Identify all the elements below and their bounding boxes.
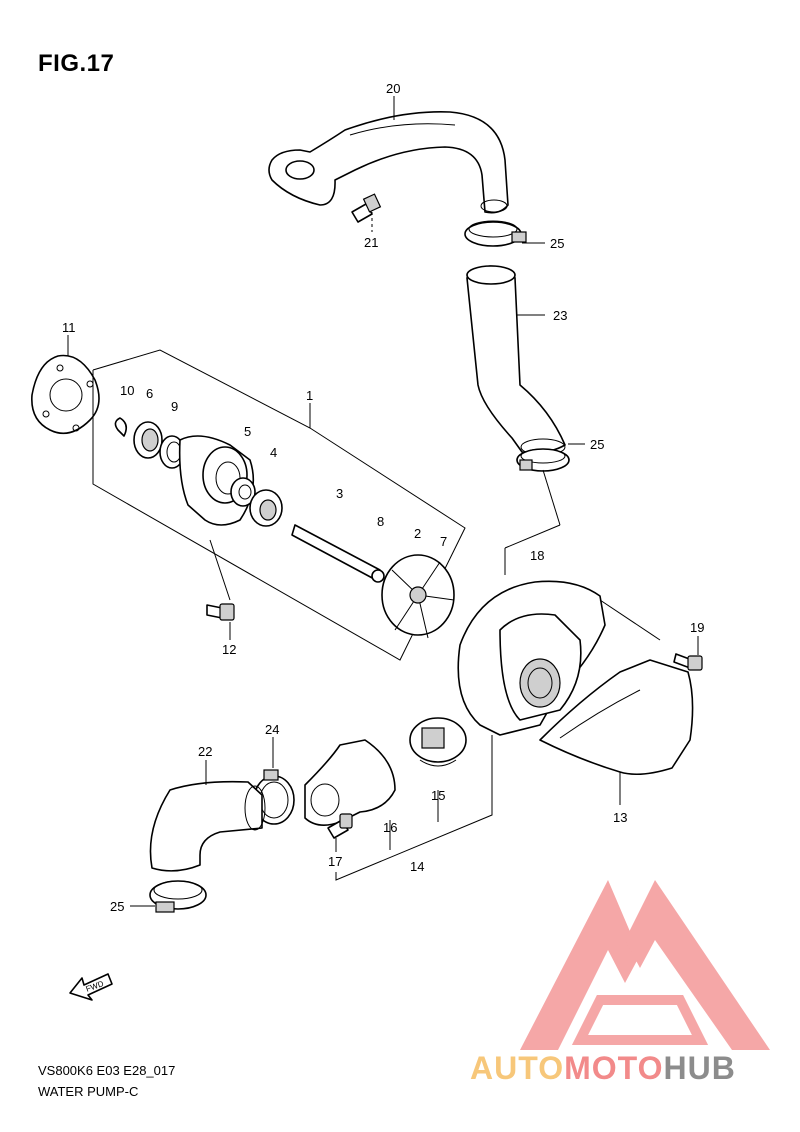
callout-17: 17: [328, 854, 342, 869]
part-17-bolt: [327, 813, 353, 839]
callout-20: 20: [386, 81, 400, 96]
callout-15: 15: [431, 788, 445, 803]
part-6-bearing: [133, 421, 163, 459]
callouts: 20 21 25 23 25 11 1 10 6 9 5: [62, 81, 704, 914]
part-25-hose-clamp-bottom: [149, 880, 207, 913]
callout-12: 12: [222, 642, 236, 657]
callout-22: 22: [198, 744, 212, 759]
watermark-moto: MOTO: [564, 1050, 664, 1086]
section-name: WATER PUMP-C: [38, 1084, 139, 1099]
callout-11: 11: [62, 320, 76, 335]
part-25-hose-clamp-top: [464, 220, 527, 247]
part-21-bolt: [351, 193, 382, 232]
part-18-pump-cover: [457, 580, 606, 736]
part-15-thermostat: [409, 717, 467, 767]
callout-19: 19: [690, 620, 704, 635]
callout-5: 5: [244, 424, 251, 439]
watermark-auto: AUTO: [470, 1050, 565, 1086]
part-22-elbow-hose: [149, 780, 266, 872]
part-4-mechanical-seal: [249, 489, 283, 527]
callout-14: 14: [410, 859, 424, 874]
callout-1: 1: [306, 388, 313, 403]
part-20-upper-pipe: [268, 111, 509, 214]
callout-9: 9: [171, 399, 178, 414]
callout-23: 23: [553, 308, 567, 323]
callout-21: 21: [364, 235, 378, 250]
callout-25-bottom: 25: [110, 899, 124, 914]
model-code: VS800K6 E03 E28_017: [38, 1063, 176, 1078]
callout-18: 18: [530, 548, 544, 563]
callout-25-top: 25: [550, 236, 564, 251]
watermark-text: AUTOMOTOHUB: [470, 1050, 736, 1087]
part-16-thermostat-cap: [304, 739, 396, 826]
part-12-bolt: [206, 603, 235, 621]
callout-2: 2: [414, 526, 421, 541]
callout-7: 7: [440, 534, 447, 549]
part-23-hose: [466, 265, 566, 456]
callout-13: 13: [613, 810, 627, 825]
part-5-seal: [230, 477, 256, 507]
callout-16: 16: [383, 820, 397, 835]
group-14-bracket: [335, 735, 493, 881]
part-13-cover: [539, 659, 694, 776]
callout-24: 24: [265, 722, 279, 737]
callout-25-mid: 25: [590, 437, 604, 452]
part-11-gasket: [31, 354, 100, 435]
figure-title: FIG.17: [38, 50, 115, 77]
assembly-1-outline: [92, 349, 466, 661]
fwd-arrow-icon: FWD: [69, 973, 113, 1001]
callout-6: 6: [146, 386, 153, 401]
callout-10: 10: [120, 383, 134, 398]
callout-8: 8: [377, 514, 384, 529]
part-10-circlip: [114, 417, 128, 437]
part-2-impeller: [381, 554, 455, 639]
watermark-hub: HUB: [663, 1050, 736, 1086]
part-19-bolt: [673, 653, 703, 671]
part-25-hose-clamp-mid: [516, 448, 570, 472]
connector-lines: [504, 469, 661, 641]
callout-4: 4: [270, 445, 277, 460]
part-3-shaft: [291, 524, 385, 583]
watermark-logo: [520, 880, 770, 1050]
callout-3: 3: [336, 486, 343, 501]
